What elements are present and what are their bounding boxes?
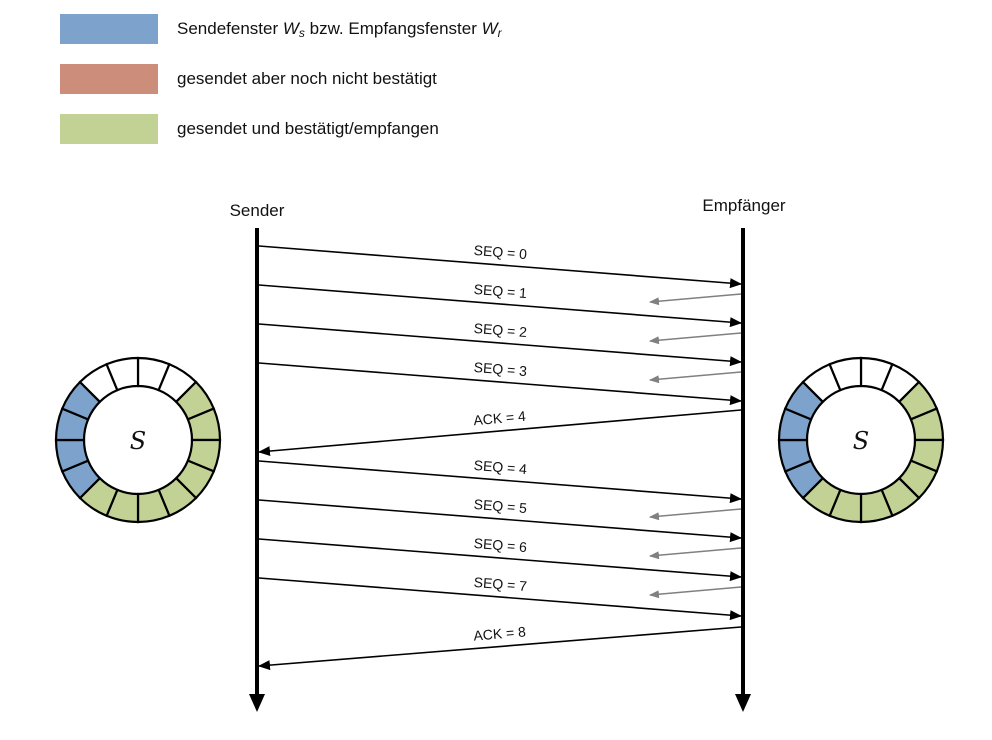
receiver-timeline <box>735 228 751 712</box>
message-arrow <box>258 499 742 543</box>
legend-item-window: Sendefenster Ws bzw. Empfangsfenster Wr <box>60 14 660 44</box>
ack-return-arrow <box>649 586 742 599</box>
legend-item-acked: gesendet und bestätigt/empfangen <box>60 114 660 144</box>
message-3: SEQ = 2 <box>258 320 742 367</box>
message-arrow <box>258 362 742 406</box>
message-5: ACK = 4 <box>258 408 742 457</box>
legend-window-prefix: Sendefenster <box>177 19 283 38</box>
ack-return-arrow <box>649 332 742 345</box>
message-label: SEQ = 3 <box>473 359 528 379</box>
ring-center-symbol: S <box>130 427 146 455</box>
legend-wr-symbol: W <box>481 19 498 38</box>
message-label: SEQ = 1 <box>473 281 528 301</box>
message-arrow <box>258 538 742 582</box>
receiver-window-ring: S <box>777 356 945 524</box>
sender-timeline-arrowhead <box>249 694 265 712</box>
messages: SEQ = 0 SEQ = 1 SEQ = 2 SEQ = 3 ACK = 4 SEQ =… <box>258 242 742 671</box>
message-2: SEQ = 1 <box>258 281 742 328</box>
ring-segment <box>828 356 863 392</box>
message-arrow <box>258 460 742 504</box>
message-arrow <box>258 323 742 367</box>
message-arrow <box>258 577 742 621</box>
legend-label-sent-unacked: gesendet aber noch nicht bestätigt <box>177 69 437 88</box>
message-label: ACK = 4 <box>473 408 527 429</box>
ack-return-arrow <box>649 508 742 521</box>
ack-return-arrow <box>649 293 742 306</box>
legend-item-sent-unacked: gesendet aber noch nicht bestätigt <box>60 64 660 94</box>
message-label: SEQ = 2 <box>473 320 528 340</box>
ack-return-arrow <box>649 371 742 384</box>
ring-center-symbol: S <box>853 427 869 455</box>
message-1: SEQ = 0 <box>258 242 742 289</box>
message-label: SEQ = 6 <box>473 535 528 555</box>
message-6: SEQ = 4 <box>258 457 742 504</box>
message-label: SEQ = 5 <box>473 496 528 516</box>
legend-swatch-sent-unacked <box>60 64 158 94</box>
message-arrow <box>258 626 742 671</box>
sender-window-ring: S <box>54 356 222 524</box>
message-label: SEQ = 0 <box>473 242 528 262</box>
message-arrow <box>258 409 742 457</box>
ack-return-arrow <box>649 547 742 560</box>
message-10: ACK = 8 <box>258 623 742 671</box>
message-label: SEQ = 4 <box>473 457 528 477</box>
sender-label: Sender <box>230 201 285 220</box>
legend-window-middle: bzw. Empfangsfenster <box>304 19 482 38</box>
legend-label-acked: gesendet und bestätigt/empfangen <box>177 119 439 138</box>
ring-segment <box>105 356 140 392</box>
message-8: SEQ = 6 <box>258 535 742 582</box>
legend-wr-subscript: r <box>497 26 502 40</box>
message-4: SEQ = 3 <box>258 359 742 406</box>
legend-swatch-window <box>60 14 158 44</box>
message-label: ACK = 8 <box>473 623 527 643</box>
receiver-label: Empfänger <box>702 196 785 215</box>
message-7: SEQ = 5 <box>258 496 742 543</box>
legend-ws-subscript: s <box>298 26 305 40</box>
sender-timeline <box>249 228 265 712</box>
legend-ws-symbol: W <box>282 19 299 38</box>
message-label: SEQ = 7 <box>473 574 528 594</box>
message-arrow <box>258 245 742 289</box>
message-arrow <box>258 284 742 328</box>
message-9: SEQ = 7 <box>258 574 742 621</box>
legend-label-window: Sendefenster Ws bzw. Empfangsfenster Wr <box>177 19 502 40</box>
legend-swatch-acked <box>60 114 158 144</box>
receiver-timeline-arrowhead <box>735 694 751 712</box>
